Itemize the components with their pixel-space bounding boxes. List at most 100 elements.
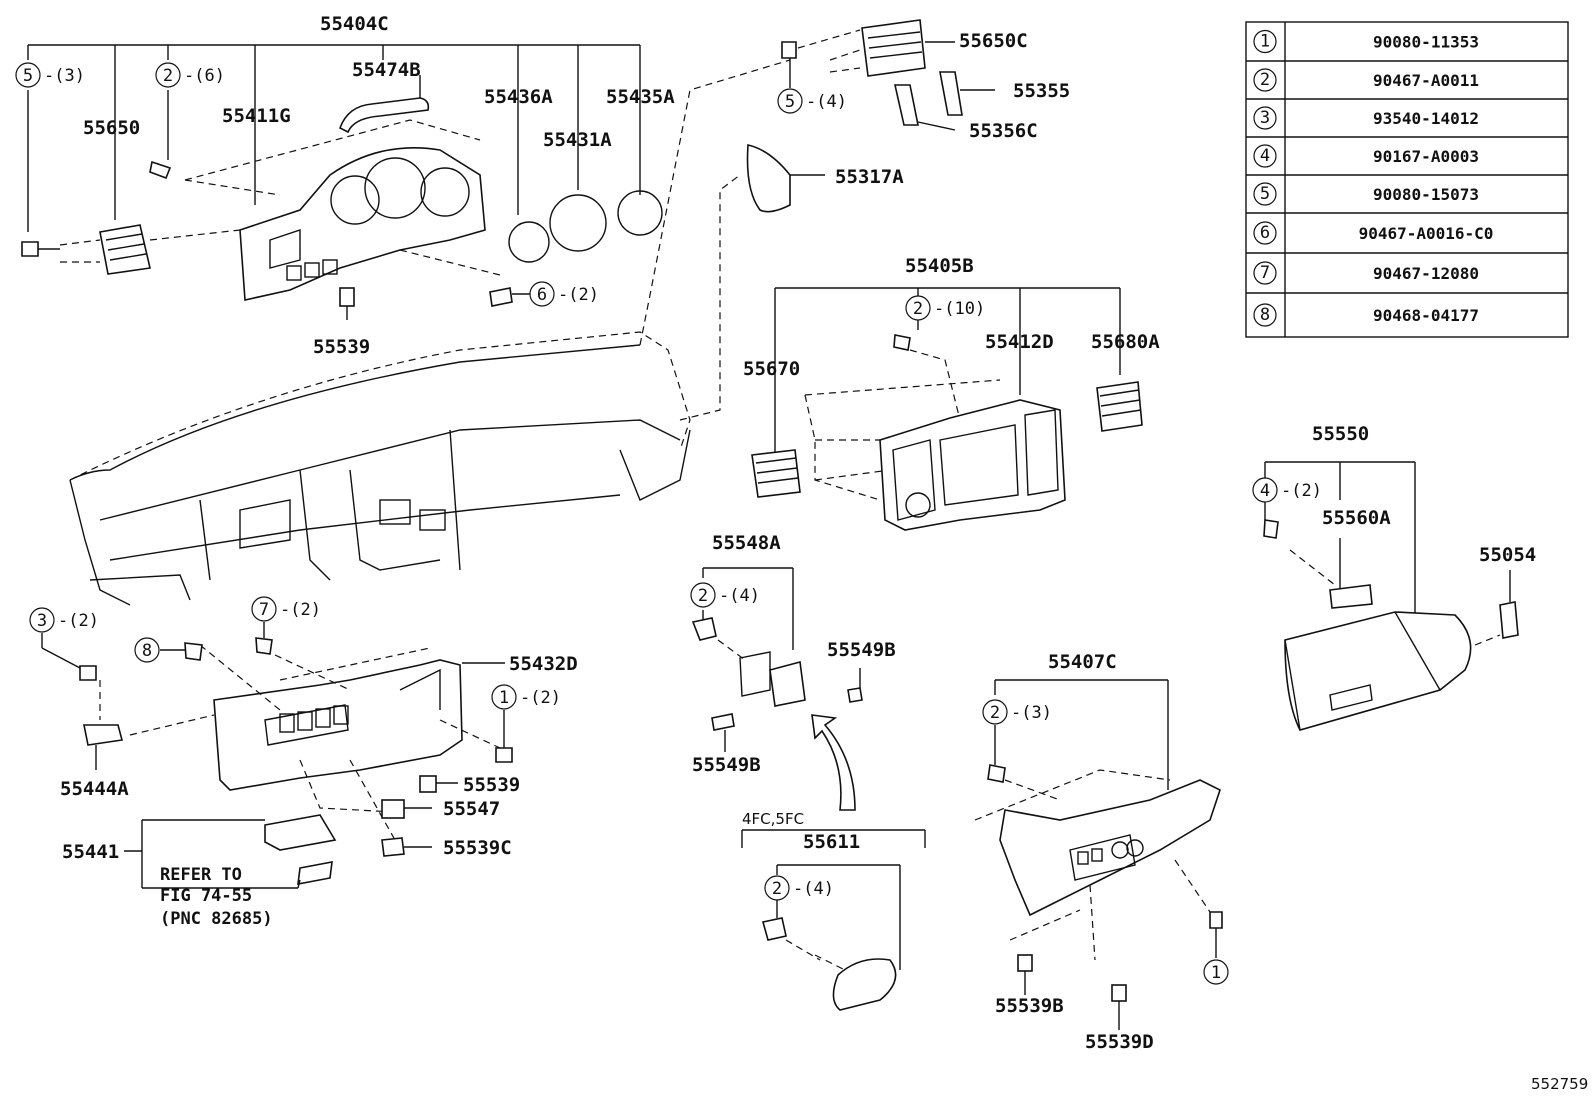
callout-quantity: -(4) <box>806 92 847 112</box>
label-55549B-left: 55549B <box>692 754 761 776</box>
callout-c5-3: 5 -(3) <box>15 62 85 88</box>
row-number: 3 <box>1260 108 1270 128</box>
callout-c6-2: 6 -(2) <box>529 281 599 307</box>
label-55407C: 55407C <box>1048 651 1117 673</box>
label-55650C: 55650C <box>959 30 1028 52</box>
label-55405B: 55405B <box>905 255 974 277</box>
row-number: 5 <box>1260 184 1270 204</box>
notes: 4FC,5FC REFER TO FIG 74-55 (PNC 82685) 5… <box>160 810 1588 1093</box>
label-55436A: 55436A <box>484 86 553 108</box>
callout-number: 4 <box>1260 481 1270 501</box>
row-number: 8 <box>1260 305 1270 325</box>
cluster-finish-panel-group <box>21 44 663 320</box>
label-55435A: 55435A <box>606 86 675 108</box>
row-number-circle <box>1253 106 1277 130</box>
callout-quantity: -(2) <box>558 285 599 305</box>
callout-quantity: -(4) <box>793 879 834 899</box>
glove-box-group <box>1263 461 1519 731</box>
callout-quantity: -(3) <box>44 66 85 86</box>
callout-number: 5 <box>23 66 33 86</box>
row-number-circle <box>1253 221 1277 245</box>
callout-quantity: -(2) <box>280 600 321 620</box>
lower-left-panel-group <box>41 622 513 889</box>
label-55539-lower: 55539 <box>463 774 520 796</box>
label-55355: 55355 <box>1013 80 1070 102</box>
row-number-circle <box>1253 144 1277 168</box>
row-number-circle <box>1253 303 1277 327</box>
label-55611: 55611 <box>803 831 860 853</box>
row-number: 2 <box>1260 70 1270 90</box>
callout-circle <box>251 596 277 622</box>
callout-quantity: -(3) <box>1011 703 1052 723</box>
callout-circle <box>982 699 1008 725</box>
callout-number: 6 <box>537 285 547 305</box>
callout-c5-4: 5-(4) <box>777 88 847 114</box>
row-part-number: 90467-A0011 <box>1373 71 1479 90</box>
center-vent-group <box>746 19 995 213</box>
callout-number: 2 <box>913 299 923 319</box>
callout-number: 1 <box>499 688 509 708</box>
refer-line-3: (PNC 82685) <box>160 909 273 929</box>
row-number-circle <box>1253 261 1277 285</box>
label-55547: 55547 <box>443 798 500 820</box>
callout-c1-2: 1-(2) <box>491 684 561 710</box>
knee-panel-bracket-group <box>691 567 863 811</box>
label-55539C: 55539C <box>443 837 512 859</box>
callout-circle <box>1203 959 1229 985</box>
label-55432D: 55432D <box>509 653 578 675</box>
callout-circle <box>491 684 517 710</box>
refer-line-1: REFER TO <box>160 865 242 885</box>
callout-circle <box>134 637 160 663</box>
callout-c7-2: 7-(2) <box>251 596 321 622</box>
callout-circle <box>15 62 41 88</box>
label-55670: 55670 <box>743 358 800 380</box>
callout-circle <box>529 281 555 307</box>
label-55404C: 55404C <box>320 13 389 35</box>
refer-line-2: FIG 74-55 <box>160 886 252 906</box>
label-55054: 55054 <box>1479 544 1536 566</box>
row-number: 6 <box>1260 223 1270 243</box>
row-part-number: 90467-A0016-C0 <box>1359 224 1494 243</box>
row-number-circle <box>1253 68 1277 92</box>
label-55539D: 55539D <box>1085 1031 1154 1053</box>
callout-circle <box>155 62 181 88</box>
table-row: 6 90467-A0016-C0 <box>1253 221 1494 245</box>
table-row: 3 93540-14012 <box>1253 106 1479 130</box>
label-55317A: 55317A <box>835 166 904 188</box>
callout-circle <box>29 607 55 633</box>
callout-c8: 8 <box>134 637 160 663</box>
label-55431A: 55431A <box>543 129 612 151</box>
part-labels: 55404C 55474B 55650 55411G 55436A 55431A… <box>60 13 1536 1053</box>
row-number-circle <box>1253 182 1277 206</box>
callout-quantity: -(2) <box>58 611 99 631</box>
callout-number: 2 <box>698 586 708 606</box>
callout-c2-4b: 2-(4) <box>764 875 834 901</box>
variant-55611-group <box>741 829 926 1011</box>
table-row: 2 90467-A0011 <box>1253 68 1479 92</box>
callout-quantity: -(2) <box>1281 481 1322 501</box>
callout-c1: 1 <box>1203 959 1229 985</box>
instrument-panel-body <box>69 59 791 606</box>
callout-quantity: -(6) <box>184 66 225 86</box>
callout-number: 8 <box>142 641 152 661</box>
label-55539B: 55539B <box>995 995 1064 1017</box>
callout-circle <box>905 295 931 321</box>
row-part-number: 90167-A0003 <box>1373 147 1479 166</box>
label-55412D: 55412D <box>985 331 1054 353</box>
lower-center-panel-group <box>974 679 1223 1030</box>
row-part-number: 93540-14012 <box>1373 109 1479 128</box>
callout-c2-10: 2-(10) <box>905 295 985 321</box>
variant-note: 4FC,5FC <box>742 810 804 828</box>
row-part-number: 90467-12080 <box>1373 264 1479 283</box>
label-55411G: 55411G <box>222 105 291 127</box>
label-55650: 55650 <box>83 117 140 139</box>
label-55550: 55550 <box>1312 423 1369 445</box>
